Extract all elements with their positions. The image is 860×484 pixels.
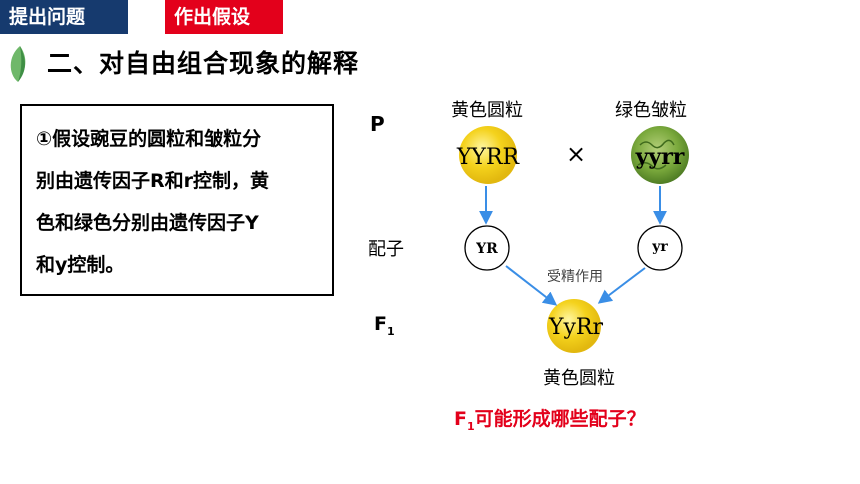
gamete-yr-lower-circle	[637, 225, 683, 271]
leaf-icon	[10, 46, 26, 82]
f1-gamete-question: F1可能形成哪些配子？	[454, 408, 646, 433]
tab-ask-question[interactable]: 提出问题	[0, 0, 128, 34]
fertilization-label: 受精作用	[547, 269, 603, 285]
hypothesis-box: ①假设豌豆的圆粒和皱粒分 别由遗传因子R和r控制，黄 色和绿色分别由遗传因子Y …	[20, 104, 334, 296]
parent-left-phenotype: 黄色圆粒	[451, 100, 523, 121]
f1-generation-label: F1	[374, 313, 395, 338]
parent-left-genotype: YYRR	[456, 145, 521, 170]
hypothesis-line: 别由遗传因子R和r控制，黄	[36, 170, 270, 192]
f1-yellow-round-pea	[547, 299, 601, 353]
parent-right-genotype: yyrr	[635, 144, 685, 170]
f1-genotype: YyRr	[548, 315, 604, 340]
cross-symbol: ×	[566, 140, 586, 168]
f1-phenotype: 黄色圆粒	[543, 368, 615, 389]
hypothesis-line: ①假设豌豆的圆粒和皱粒分	[36, 128, 262, 150]
arrow-right-to-f1	[597, 267, 646, 304]
section-heading: 二、对自由组合现象的解释	[47, 49, 360, 78]
tab-make-hypothesis[interactable]: 作出假设	[165, 0, 283, 34]
yellow-round-pea	[459, 126, 517, 184]
parent-right-phenotype: 绿色皱粒	[615, 100, 687, 121]
gamete-right-label: yr	[651, 239, 668, 255]
gamete-label: 配子	[368, 239, 404, 260]
arrow-left-to-f1	[505, 265, 558, 306]
p-generation-label: P	[370, 112, 385, 136]
gamete-left-label: YR	[475, 241, 498, 257]
hypothesis-line: 色和绿色分别由遗传因子Y	[36, 212, 259, 234]
gamete-yr-upper-circle	[464, 225, 510, 271]
hypothesis-line: 和y控制。	[36, 254, 125, 276]
green-wrinkled-pea	[631, 126, 689, 184]
